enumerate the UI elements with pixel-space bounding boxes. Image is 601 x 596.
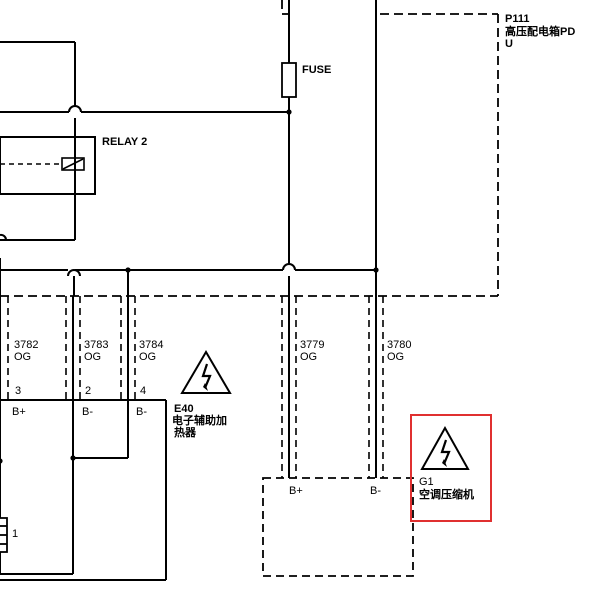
heater-pin-2-name: B-	[82, 406, 93, 418]
compressor-highlight	[410, 414, 492, 522]
heater-box	[0, 399, 167, 581]
fuse-label: FUSE	[302, 64, 331, 76]
wire-3784-circuit: 3784	[139, 339, 163, 351]
heater-pin-4-num: 4	[140, 385, 146, 397]
heater-name-line1: 电子辅助加	[172, 413, 227, 427]
heater-pin-3-num: 3	[15, 385, 21, 397]
harness-3784	[120, 296, 136, 400]
compressor-box	[262, 477, 414, 577]
pdu-name-line2: U	[505, 38, 513, 50]
harness-3783	[65, 296, 81, 400]
heater-pin-3-name: B+	[12, 406, 26, 418]
heater-pin-2-num: 2	[85, 385, 91, 397]
heater-junctions	[0, 455, 76, 464]
compressor-pin-bminus: B-	[370, 485, 381, 497]
wire-3782-circuit: 3782	[14, 339, 38, 351]
junction-dots	[125, 109, 379, 273]
heater-name-line2: 热器	[174, 425, 197, 439]
compressor-high-voltage-icon	[420, 425, 470, 470]
harness-wires	[0, 296, 377, 478]
pdu-name-line1: 高压配电箱PD	[505, 24, 575, 38]
fuse-symbol	[281, 62, 297, 98]
wire-3780-circuit: 3780	[387, 339, 411, 351]
harness-3780	[368, 296, 384, 478]
wire-3779-circuit: 3779	[300, 339, 324, 351]
heater-element-pin: 1	[12, 528, 18, 540]
pdu-id: P111	[505, 13, 529, 25]
wire-3779-color: OG	[300, 351, 317, 363]
relay-coil	[0, 157, 85, 171]
high-voltage-warning-icon	[180, 350, 232, 394]
wire-3783-color: OG	[84, 351, 101, 363]
compressor-id: G1	[419, 476, 434, 488]
heater-id: E40	[174, 403, 194, 415]
relay-label: RELAY 2	[102, 136, 147, 148]
wire-3783-circuit: 3783	[84, 339, 108, 351]
wire-3780-color: OG	[387, 351, 404, 363]
pdu-box	[0, 0, 499, 297]
pdu-internal-wiring	[0, 0, 377, 296]
heater-pin-4-name: B-	[136, 406, 147, 418]
harness-3779	[281, 296, 297, 478]
wire-3782-color: OG	[14, 351, 31, 363]
compressor-pin-bplus: B+	[289, 485, 303, 497]
compressor-name: 空调压缩机	[419, 487, 474, 501]
wire-3784-color: OG	[139, 351, 156, 363]
heating-element	[0, 517, 8, 553]
